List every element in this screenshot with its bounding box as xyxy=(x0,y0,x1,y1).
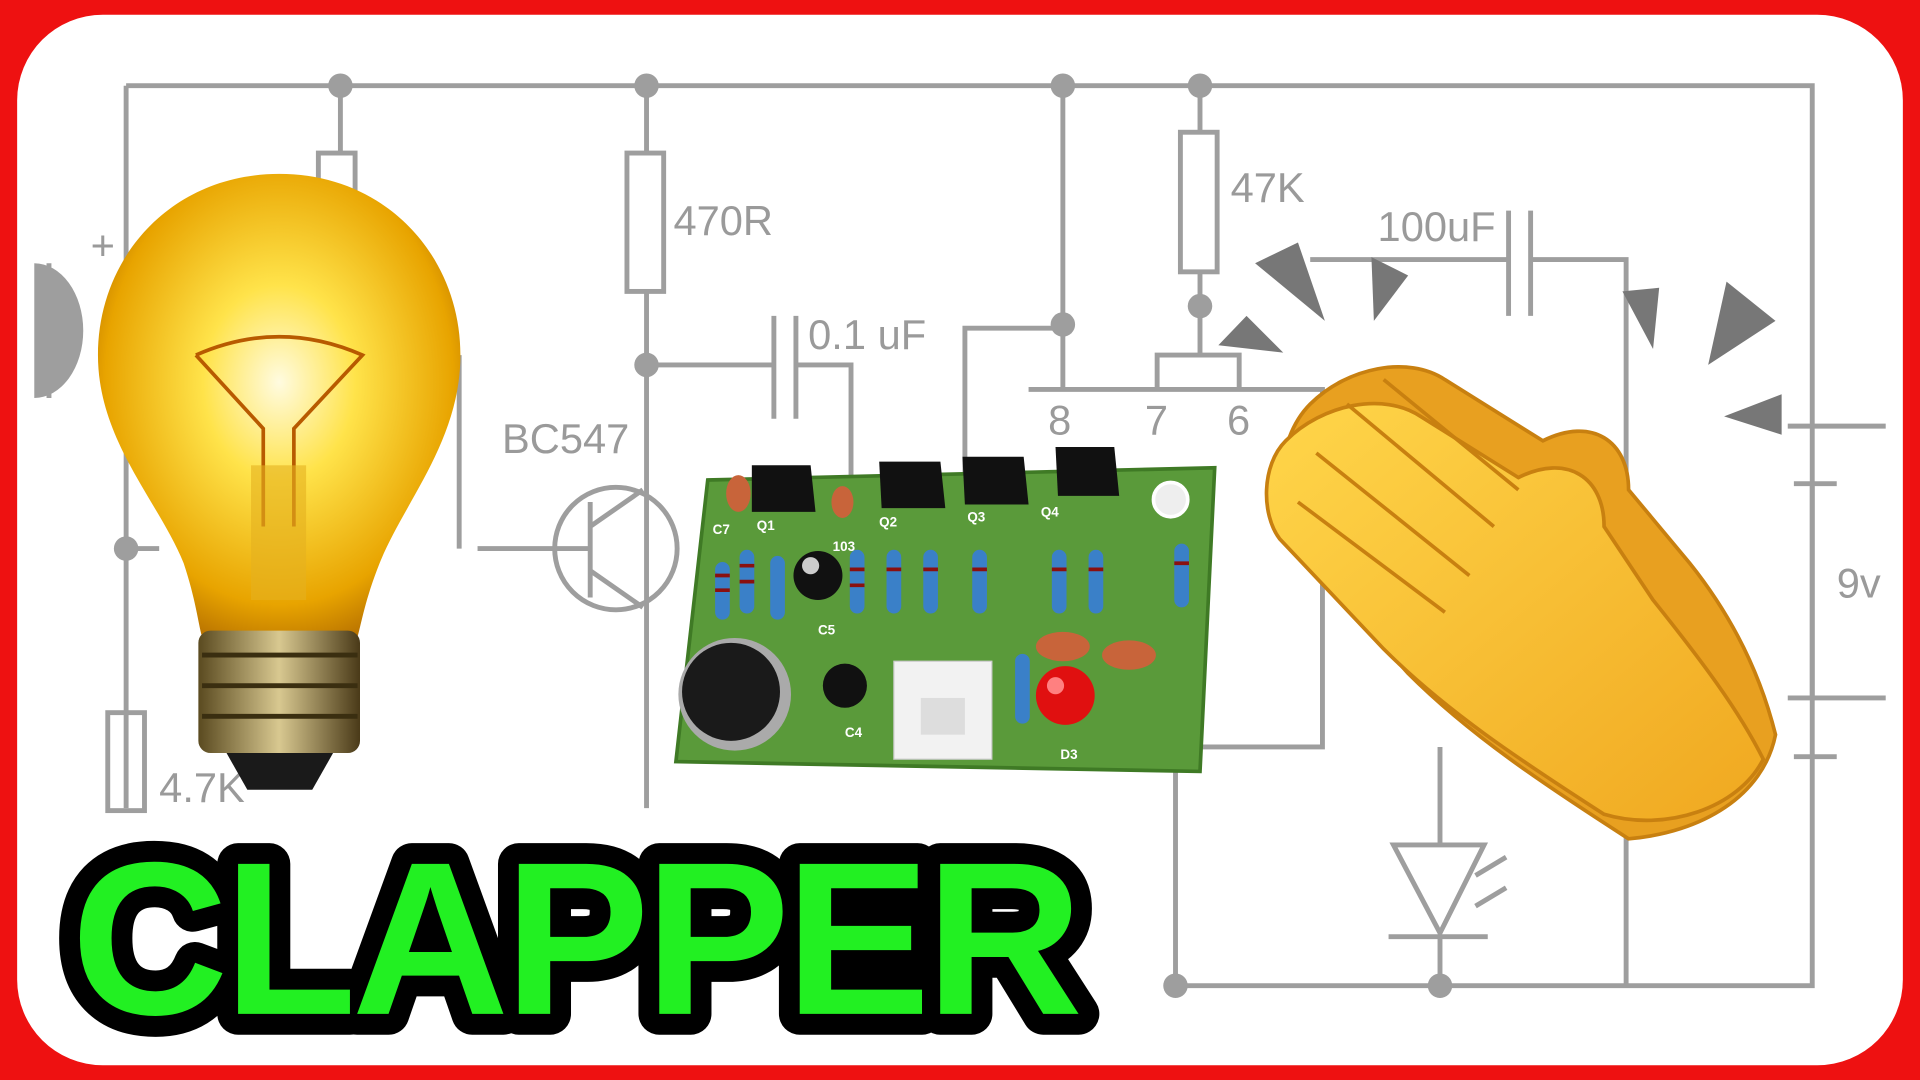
clapping-hands-icon xyxy=(1218,242,1782,841)
label-47k: 47K xyxy=(1231,164,1305,211)
circuit-board: Q1 Q2 Q3 Q4 C5 C4 D3 C7 103 xyxy=(673,446,1217,774)
label-100uf: 100uF xyxy=(1378,203,1496,250)
label-plus: + xyxy=(91,222,115,269)
pcb-label-c4: C4 xyxy=(845,725,863,740)
label-pin6: 6 xyxy=(1227,397,1250,444)
label-pin7: 7 xyxy=(1145,397,1168,444)
pcb-label-d3: D3 xyxy=(1060,747,1077,762)
light-bulb-icon xyxy=(97,173,461,790)
schematic-nodes xyxy=(34,73,1453,998)
label-bc547: BC547 xyxy=(502,415,629,462)
pcb-label-q2: Q2 xyxy=(879,515,897,530)
pcb-label-c7: C7 xyxy=(713,522,730,537)
label-pin8: 8 xyxy=(1048,397,1071,444)
microphone-icon xyxy=(34,263,84,398)
title-text: CLAPPER xyxy=(71,818,1079,1061)
pcb-label-q3: Q3 xyxy=(967,510,985,525)
pcb-label-q4: Q4 xyxy=(1041,505,1059,520)
pcb-label-103: 103 xyxy=(833,539,855,554)
label-470r: 470R xyxy=(673,197,773,244)
label-9v: 9v xyxy=(1837,560,1881,607)
pcb-label-q1: Q1 xyxy=(757,518,775,533)
label-4-7k: 4.7K xyxy=(159,764,245,811)
pcb-label-c5: C5 xyxy=(818,622,836,637)
label-0-1uf: 0.1 uF xyxy=(808,311,926,358)
